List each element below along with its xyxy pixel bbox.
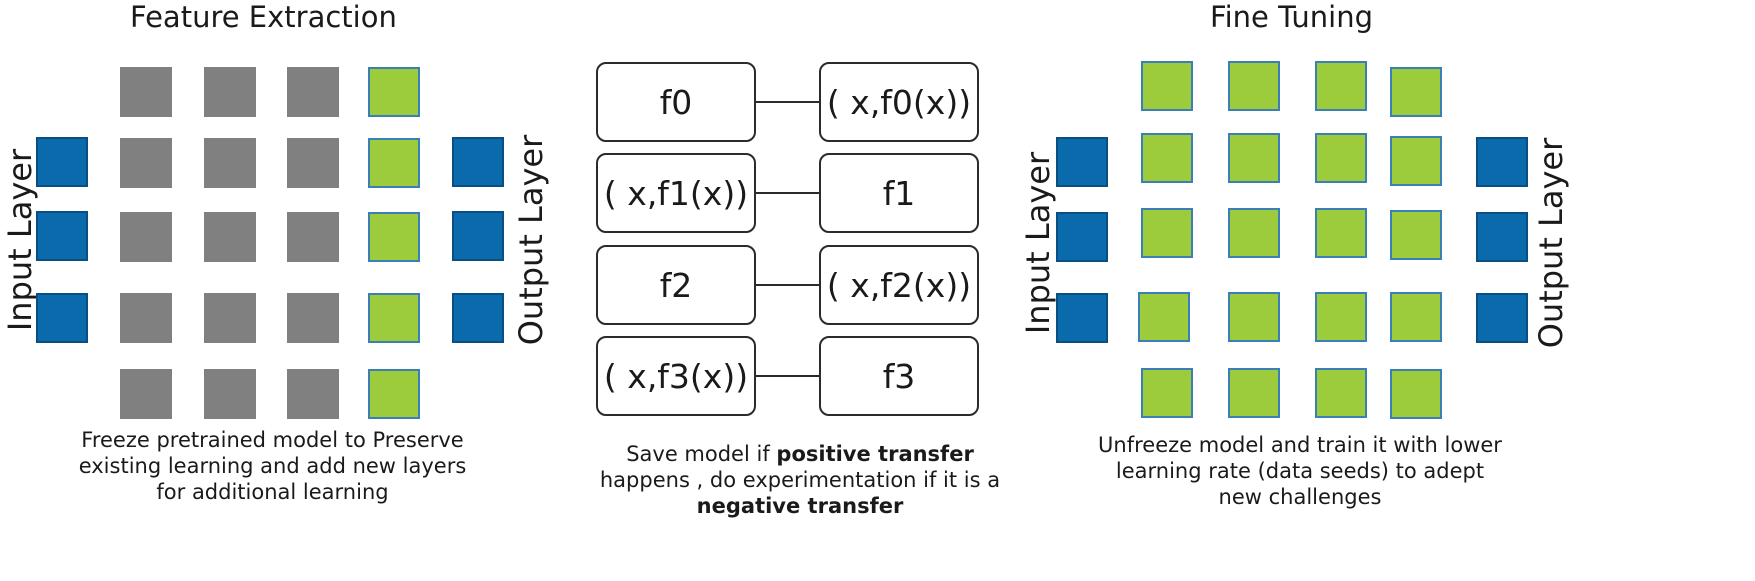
fe-output-node: [452, 293, 504, 343]
fe-frozen-node: [120, 212, 172, 262]
ft-trainable-node: [1315, 61, 1367, 111]
connector-line: [756, 284, 819, 286]
fe-frozen-node: [204, 138, 256, 188]
fe-frozen-node: [287, 138, 339, 188]
transfer-caption: Save model if positive transfer happens …: [585, 441, 1015, 519]
ft-trainable-node: [1390, 67, 1442, 117]
ft-trainable-node: [1228, 208, 1280, 258]
negative-transfer-text: negative transfer: [696, 494, 904, 518]
function-box: ( x,f2(x)): [819, 245, 979, 325]
ft-caption-line: Unfreeze model and train it with lower: [1098, 433, 1502, 457]
fe-caption-line: Freeze pretrained model to Preserve: [81, 428, 464, 452]
fe-frozen-node: [120, 67, 172, 117]
ft-output-node: [1476, 212, 1528, 262]
fe-caption-line: for additional learning: [156, 480, 389, 504]
fe-frozen-node: [120, 293, 172, 343]
feature-extraction-title: Feature Extraction: [130, 0, 397, 34]
positive-transfer-text: positive transfer: [776, 442, 974, 466]
fe-input-node: [36, 137, 88, 187]
ft-input-node: [1056, 212, 1108, 262]
fe-output-layer-label: Output Layer: [512, 134, 550, 346]
ft-input-node: [1056, 137, 1108, 187]
ft-trainable-node: [1228, 368, 1280, 418]
feature-extraction-caption: Freeze pretrained model to Preserve exis…: [60, 427, 485, 505]
ft-trainable-node: [1141, 368, 1193, 418]
ft-trainable-node: [1390, 136, 1442, 186]
fe-output-node: [452, 211, 504, 261]
function-box: f1: [819, 153, 979, 233]
fe-frozen-node: [120, 369, 172, 419]
fe-frozen-node: [204, 67, 256, 117]
ft-trainable-node: [1390, 292, 1442, 342]
ft-input-layer-label: Input Layer: [1019, 151, 1057, 335]
ft-trainable-node: [1315, 133, 1367, 183]
ft-output-node: [1476, 137, 1528, 187]
ft-trainable-node: [1315, 368, 1367, 418]
ft-trainable-node: [1228, 292, 1280, 342]
function-box: ( x,f1(x)): [596, 153, 756, 233]
ft-trainable-node: [1315, 292, 1367, 342]
fe-new-layer-node: [368, 212, 420, 262]
fe-input-layer-label: Input Layer: [1, 148, 39, 332]
fe-output-node: [452, 137, 504, 187]
ft-trainable-node: [1141, 61, 1193, 111]
transfer-caption-line2: happens , do experimentation if it is a: [599, 468, 1001, 492]
fine-tuning-title: Fine Tuning: [1210, 0, 1373, 34]
function-box: ( x,f0(x)): [819, 62, 979, 142]
fe-frozen-node: [204, 293, 256, 343]
fe-new-layer-node: [368, 67, 420, 117]
fine-tuning-caption: Unfreeze model and train it with lower l…: [1085, 432, 1515, 510]
fe-frozen-node: [287, 212, 339, 262]
fe-frozen-node: [204, 369, 256, 419]
ft-caption-line: new challenges: [1218, 485, 1382, 509]
ft-trainable-node: [1315, 208, 1367, 258]
function-box: f2: [596, 245, 756, 325]
ft-caption-line: learning rate (data seeds) to adept: [1115, 459, 1485, 483]
function-box: f3: [819, 336, 979, 416]
transfer-caption-line3: negative transfer: [585, 493, 1015, 519]
fe-frozen-node: [287, 67, 339, 117]
fe-caption-line: existing learning and add new layers: [78, 454, 467, 478]
connector-line: [756, 375, 819, 377]
fe-frozen-node: [204, 212, 256, 262]
connector-line: [756, 192, 819, 194]
fe-new-layer-node: [368, 293, 420, 343]
ft-output-node: [1476, 293, 1528, 343]
fe-input-node: [36, 211, 88, 261]
ft-trainable-node: [1390, 210, 1442, 260]
ft-trainable-node: [1390, 369, 1442, 419]
fe-frozen-node: [287, 369, 339, 419]
ft-trainable-node: [1138, 292, 1190, 342]
ft-output-layer-label: Output Layer: [1532, 137, 1570, 349]
ft-trainable-node: [1228, 61, 1280, 111]
fe-frozen-node: [287, 293, 339, 343]
fe-frozen-node: [120, 138, 172, 188]
fe-new-layer-node: [368, 138, 420, 188]
transfer-caption-line1: Save model if positive transfer: [585, 441, 1015, 467]
fe-new-layer-node: [368, 369, 420, 419]
caption-text: Save model if: [626, 442, 777, 466]
function-box: f0: [596, 62, 756, 142]
ft-trainable-node: [1141, 208, 1193, 258]
connector-line: [756, 101, 819, 103]
ft-trainable-node: [1141, 133, 1193, 183]
ft-trainable-node: [1228, 133, 1280, 183]
fe-input-node: [36, 293, 88, 343]
function-box: ( x,f3(x)): [596, 336, 756, 416]
ft-input-node: [1056, 293, 1108, 343]
